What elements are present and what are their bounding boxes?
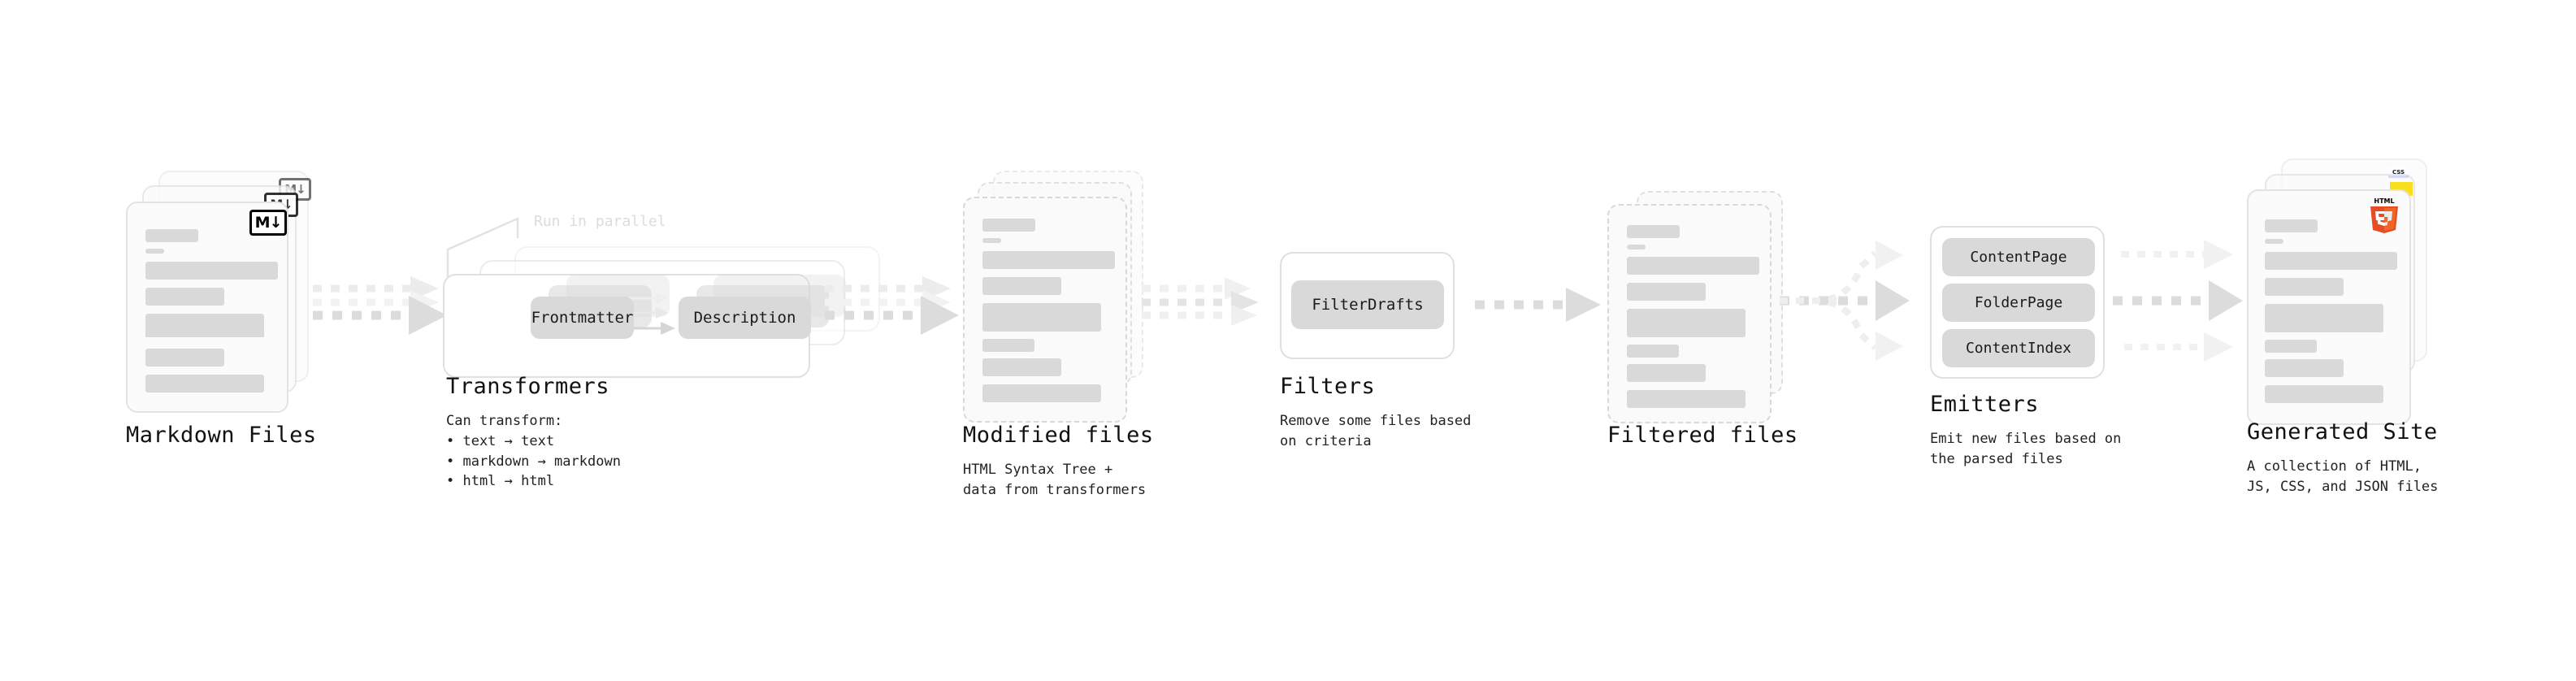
transformer-pill-frontmatter[interactable]: Frontmatter bbox=[531, 297, 634, 339]
skeleton-line bbox=[145, 262, 278, 280]
skeleton-line bbox=[2265, 340, 2317, 353]
emitters-pill-contentindex[interactable]: ContentIndex bbox=[1942, 329, 2095, 367]
stage-subtitle: Emit new files based on the parsed files bbox=[1930, 431, 2122, 468]
modified-files-stack bbox=[963, 171, 1150, 423]
stage-subtitle: A collection of HTML, JS, CSS, and JSON … bbox=[2247, 458, 2439, 496]
css-badge-label: CSS bbox=[2392, 169, 2405, 176]
stage-subtitle: HTML Syntax Tree + data from transformer… bbox=[963, 462, 1147, 499]
filtered-files-stack bbox=[1607, 191, 1794, 435]
stage-title: Filtered files bbox=[1607, 423, 1798, 448]
generated-site-caption: Generated Site A collection of HTML, JS,… bbox=[2247, 419, 2523, 497]
emitters-box: ContentPage FolderPage ContentIndex bbox=[1930, 226, 2105, 379]
emitters-pill-folderpage[interactable]: FolderPage bbox=[1942, 284, 2095, 322]
filtered-sheet-front bbox=[1607, 204, 1772, 423]
skeleton-line bbox=[1627, 245, 1646, 249]
skeleton-line bbox=[145, 229, 198, 242]
markdown-files-caption: Markdown Files bbox=[126, 423, 370, 449]
skeleton-line bbox=[1627, 257, 1759, 275]
stage-subtitle: Remove some files based on criteria bbox=[1280, 413, 1472, 450]
connector-transformers-to-modified bbox=[825, 276, 959, 335]
skeleton-line bbox=[1627, 390, 1746, 408]
markdown-badge-front: M↓ bbox=[249, 210, 287, 236]
emitters-pill-contentpage[interactable]: ContentPage bbox=[1942, 238, 2095, 276]
connector-filters-to-filtered bbox=[1475, 288, 1601, 322]
stage-title: Emitters bbox=[1930, 392, 2040, 417]
skeleton-line bbox=[1627, 345, 1679, 358]
skeleton-line bbox=[145, 375, 264, 393]
connector-markdown-to-transformers bbox=[313, 276, 447, 335]
stage-subtitle: Can transform: • text → text • markdown … bbox=[446, 413, 621, 490]
site-sheet-front bbox=[2247, 189, 2411, 425]
skeleton-line bbox=[982, 303, 1101, 332]
skeleton-line bbox=[1627, 283, 1706, 301]
skeleton-line bbox=[1627, 225, 1680, 238]
skeleton-line bbox=[2265, 304, 2383, 332]
skeleton-line bbox=[145, 349, 224, 367]
modified-files-caption: Modified files HTML Syntax Tree + data f… bbox=[963, 423, 1231, 501]
transformers-caption: Transformers Can transform: • text → tex… bbox=[446, 374, 771, 492]
skeleton-line bbox=[982, 277, 1061, 295]
run-in-parallel-label: Run in parallel bbox=[534, 213, 666, 230]
emitters-caption: Emitters Emit new files based on the par… bbox=[1930, 392, 2206, 470]
markdown-sheet-front-lower bbox=[126, 337, 288, 413]
skeleton-line bbox=[2265, 359, 2344, 377]
skeleton-line bbox=[145, 288, 224, 306]
transformer-pill-description[interactable]: Description bbox=[679, 297, 811, 339]
filters-pill-filterdrafts[interactable]: FilterDrafts bbox=[1291, 280, 1444, 329]
skeleton-line bbox=[982, 358, 1061, 376]
skeleton-line bbox=[2265, 239, 2283, 244]
skeleton-line bbox=[2265, 278, 2344, 296]
skeleton-line bbox=[982, 238, 1001, 243]
skeleton-line bbox=[982, 339, 1034, 352]
connector-modified-to-filters bbox=[1142, 277, 1259, 326]
stage-title: Generated Site bbox=[2247, 419, 2438, 445]
html5-icon: HTML bbox=[2370, 197, 2398, 233]
generated-site-stack: CSS HTML bbox=[2247, 158, 2450, 427]
svg-text:HTML: HTML bbox=[2374, 197, 2394, 205]
skeleton-line bbox=[145, 249, 164, 254]
skeleton-line bbox=[2265, 252, 2397, 270]
skeleton-line bbox=[982, 384, 1101, 402]
filtered-files-caption: Filtered files bbox=[1607, 423, 1876, 449]
connector-filtered-to-emitters bbox=[1780, 241, 1910, 361]
stage-title: Modified files bbox=[963, 423, 1154, 448]
skeleton-line bbox=[982, 251, 1115, 269]
filters-box: FilterDrafts bbox=[1280, 252, 1455, 359]
modified-sheet-front bbox=[963, 197, 1127, 423]
skeleton-line bbox=[2265, 385, 2383, 403]
skeleton-line bbox=[1627, 309, 1746, 337]
stage-title: Filters bbox=[1280, 374, 1376, 399]
skeleton-line bbox=[982, 219, 1035, 232]
stage-title: Markdown Files bbox=[126, 423, 317, 448]
skeleton-line bbox=[1627, 364, 1706, 382]
stage-title: Transformers bbox=[446, 374, 610, 399]
connector-emitters-to-site bbox=[2113, 240, 2243, 362]
skeleton-line bbox=[2265, 219, 2318, 232]
run-in-parallel-bracket bbox=[446, 217, 519, 277]
filters-caption: Filters Remove some files based on crite… bbox=[1280, 374, 1548, 452]
